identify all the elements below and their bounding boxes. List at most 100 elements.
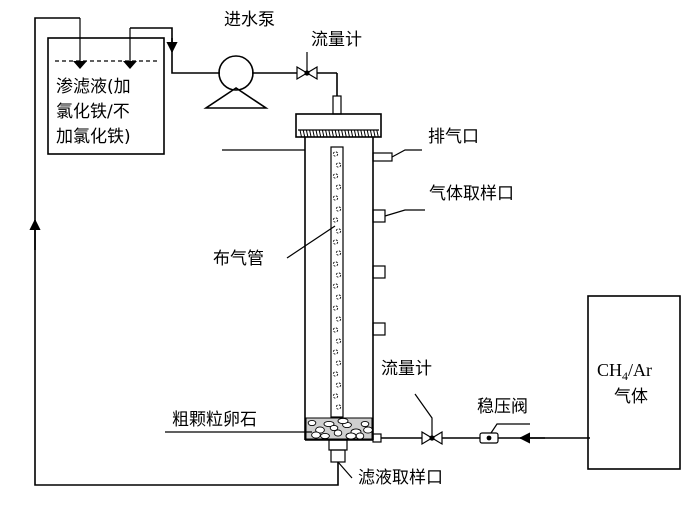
hatch-line [309,129,312,138]
leachate-tank: 渗滤液(加 氯化铁/不 加氯化铁) [47,18,165,155]
sampling-port [372,209,386,223]
sampling-port [372,322,386,336]
hatch-line [334,129,338,138]
reactor-lid-hatch [299,129,379,138]
hatch-line [347,129,350,138]
flowmeter-bottom-label: 流量计 [381,359,432,379]
hatch-line [302,129,306,138]
flowmeter-top: 流量计 [296,30,362,81]
gas-sampling-ports: 气体取样口 [372,184,514,336]
hatch-line [366,129,370,138]
bubble [332,393,339,399]
hatch-line [353,129,357,138]
svg-text:CH4/Ar: CH4/Ar [597,360,652,383]
gas-formula-rest: /Ar [628,360,652,380]
bubble [332,239,339,245]
gravel-stone [320,432,330,440]
filtrate-callout: 滤液取样口 [337,461,443,488]
hatch-line [369,129,373,138]
bubble [335,360,342,366]
hatch-line [341,129,344,138]
gravel-stone [307,419,317,427]
hatch-line [357,129,360,138]
hatch-line [373,129,376,138]
gravel-stone [329,424,339,432]
gravel-stones [307,417,373,440]
gas-pipe-callout: 布气管 [213,225,336,269]
hatch-line [328,129,331,138]
gravel-stone [337,417,349,425]
gravel-stone [311,431,321,439]
bubble [335,184,342,190]
gas-source-label: 气体 [614,387,648,407]
gas-bubbles [332,151,342,410]
bubble [335,294,342,300]
bubble [335,272,342,278]
gravel-stone [333,429,343,437]
leachate-tank-label-2: 氯化铁/不 [56,102,130,122]
bubble [332,371,339,377]
gas-feed-line: 流量计 稳压阀 [372,359,590,446]
hatch-line [315,129,318,138]
hatch-line [325,129,328,138]
bubble [335,228,342,234]
bubble [332,173,339,179]
gravel-layer-label: 粗颗粒卵石 [172,410,257,430]
liquid-level-marker-icon [73,61,87,69]
hatch-line [321,129,325,138]
gravel-stone [360,420,370,428]
gas-distribution-pipe-label: 布气管 [213,249,264,269]
gas-formula-sub: 4 [622,369,628,383]
exhaust-port-label: 排气口 [428,127,479,147]
hatch-line [318,129,322,138]
gravel-stone [323,420,335,428]
bubble [335,382,342,388]
bubble [335,404,342,410]
bubble [332,261,339,267]
hatch-line [299,129,302,138]
pump-icon [218,55,254,91]
bubble [335,250,342,256]
hatch-line [331,129,334,138]
bubble [335,338,342,344]
return-line [29,17,339,486]
bubble [332,195,339,201]
hatch-line [350,129,354,138]
bubble [332,327,339,333]
gravel-stone [355,432,365,440]
flowmeter-top-label: 流量计 [311,30,362,50]
flowmeter-icon [296,65,318,81]
filtrate-sampling-port-label: 滤液取样口 [358,468,443,488]
hatch-line [337,129,341,138]
bubble [335,162,342,168]
gas-sampling-port-label: 气体取样口 [429,184,514,204]
hatch-line [344,129,347,138]
bubble [332,349,339,355]
gravel-callout: 粗颗粒卵石 [165,410,312,433]
inlet-pump: 进水泵 [203,10,275,109]
gravel-stone [345,432,357,440]
bubble [332,151,339,157]
bubble [332,217,339,223]
exhaust-port: 排气口 [372,127,479,162]
gravel-stone [363,426,373,434]
bubble [335,206,342,212]
sampling-port [372,265,386,279]
leachate-tank-label-1: 渗滤液(加 [56,77,131,97]
hatch-line [363,129,366,138]
gas-source-box: CH4/Ar 气体 [587,295,681,470]
hatch-line [360,129,363,138]
bubble [335,316,342,322]
bubble [332,305,339,311]
gas-formula-main: CH [597,360,622,380]
liquid-level-marker-icon [123,61,137,69]
hatch-line [305,129,309,138]
hatch-line [312,129,315,138]
reactor-column [295,113,382,463]
hatch-line [376,129,379,138]
gas-distribution-pipe [330,146,344,418]
leachate-tank-label-3: 加氯化铁) [56,127,131,147]
bubble [332,283,339,289]
inlet-pump-label: 进水泵 [224,10,275,30]
